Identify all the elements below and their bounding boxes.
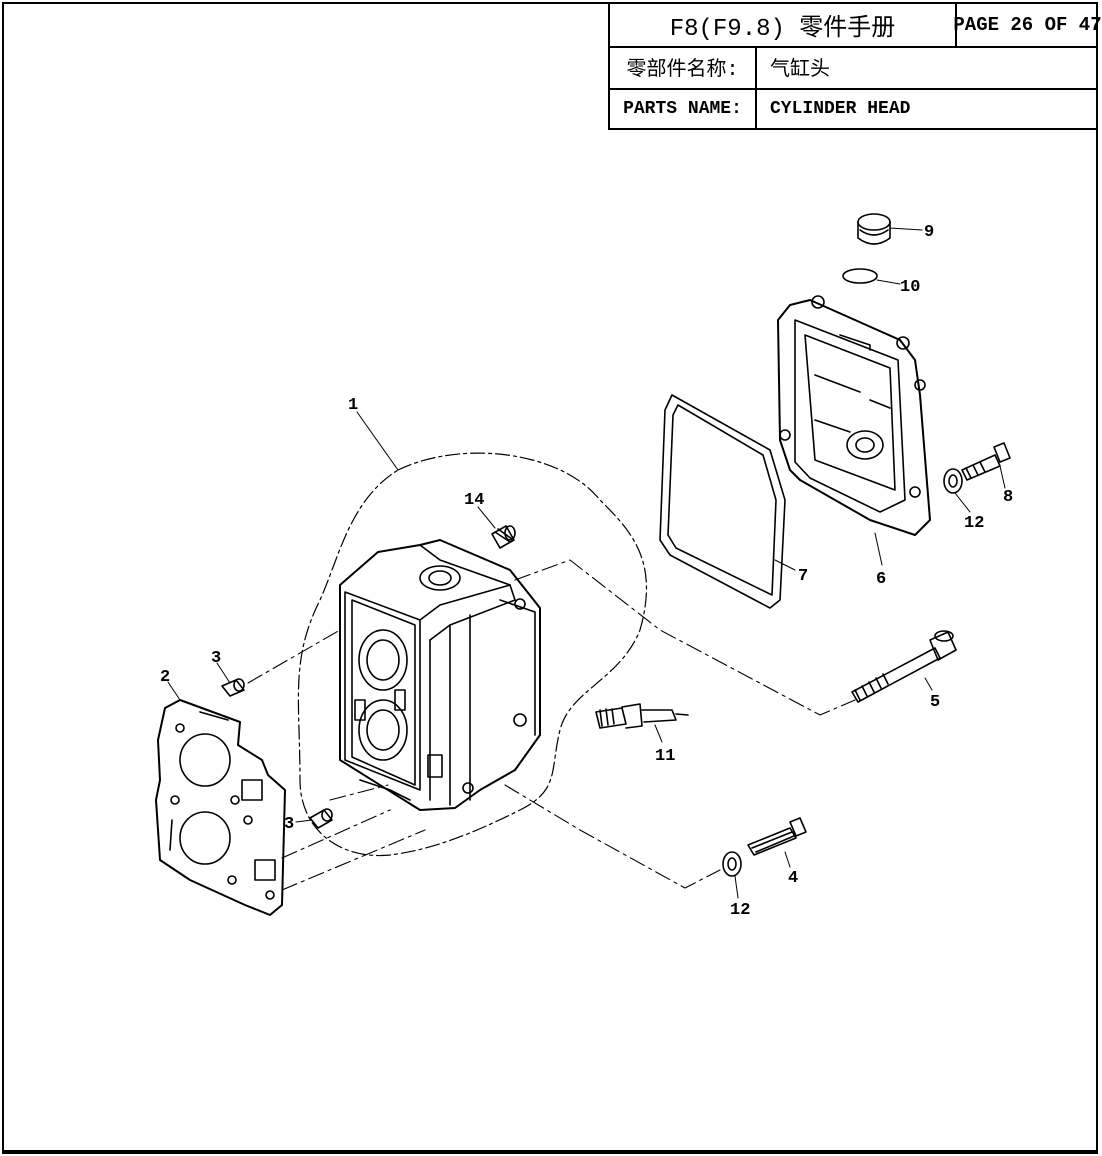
- head-gasket-part-2: [155, 699, 286, 916]
- title-block: F8(F9.8) 零件手册 PAGE 26 OF 47 零部件名称: 气缸头 P…: [608, 2, 1102, 130]
- callout-12-lower: 12: [730, 901, 750, 920]
- leader-lines: [167, 227, 1006, 899]
- oil-filler-cap-part-9: [857, 213, 891, 245]
- model-title: F8(F9.8) 零件手册: [669, 16, 896, 43]
- callout-9: 9: [924, 223, 934, 242]
- callout-11: 11: [655, 747, 675, 766]
- dowel-pin-part-3-upper: [221, 678, 245, 697]
- callout-10: 10: [900, 278, 920, 297]
- bolt-part-4: [747, 817, 807, 856]
- washer-part-12-upper: [943, 468, 963, 494]
- callout-3-lower: 3: [284, 815, 294, 834]
- parts-name-label-en: PARTS NAME:: [623, 99, 742, 119]
- cover-gasket-part-7: [659, 394, 786, 609]
- callout-3-upper: 3: [211, 649, 221, 668]
- assembly-boundary-outline: [297, 452, 648, 857]
- callout-8: 8: [1003, 488, 1013, 507]
- callout-5: 5: [930, 693, 940, 712]
- page-indicator: PAGE 26 OF 47: [953, 14, 1102, 36]
- bottom-table-edge: [2, 1150, 1098, 1152]
- parts-name-value-en: CYLINDER HEAD: [770, 99, 911, 119]
- spark-plug-part-11: [595, 703, 689, 729]
- callout-6: 6: [876, 570, 886, 589]
- callout-4: 4: [788, 869, 798, 888]
- parts-name-label-cn: 零部件名称:: [626, 59, 739, 82]
- long-bolt-part-5: [851, 630, 957, 703]
- valve-cover-part-6: [777, 295, 931, 536]
- callout-2: 2: [160, 668, 170, 687]
- dowel-pin-part-3-lower: [309, 808, 333, 829]
- cylinder-head-part-1: [339, 539, 541, 811]
- plug-part-14: [491, 525, 516, 549]
- callout-1: 1: [348, 396, 358, 415]
- callout-12-upper: 12: [964, 514, 984, 533]
- parts-name-value-cn: 气缸头: [770, 59, 830, 82]
- callout-14: 14: [464, 491, 484, 510]
- o-ring-part-10: [842, 268, 878, 284]
- callout-7: 7: [798, 567, 808, 586]
- washer-part-12-lower: [722, 851, 742, 877]
- alignment-lines: [247, 559, 856, 891]
- bolt-part-8: [961, 442, 1011, 481]
